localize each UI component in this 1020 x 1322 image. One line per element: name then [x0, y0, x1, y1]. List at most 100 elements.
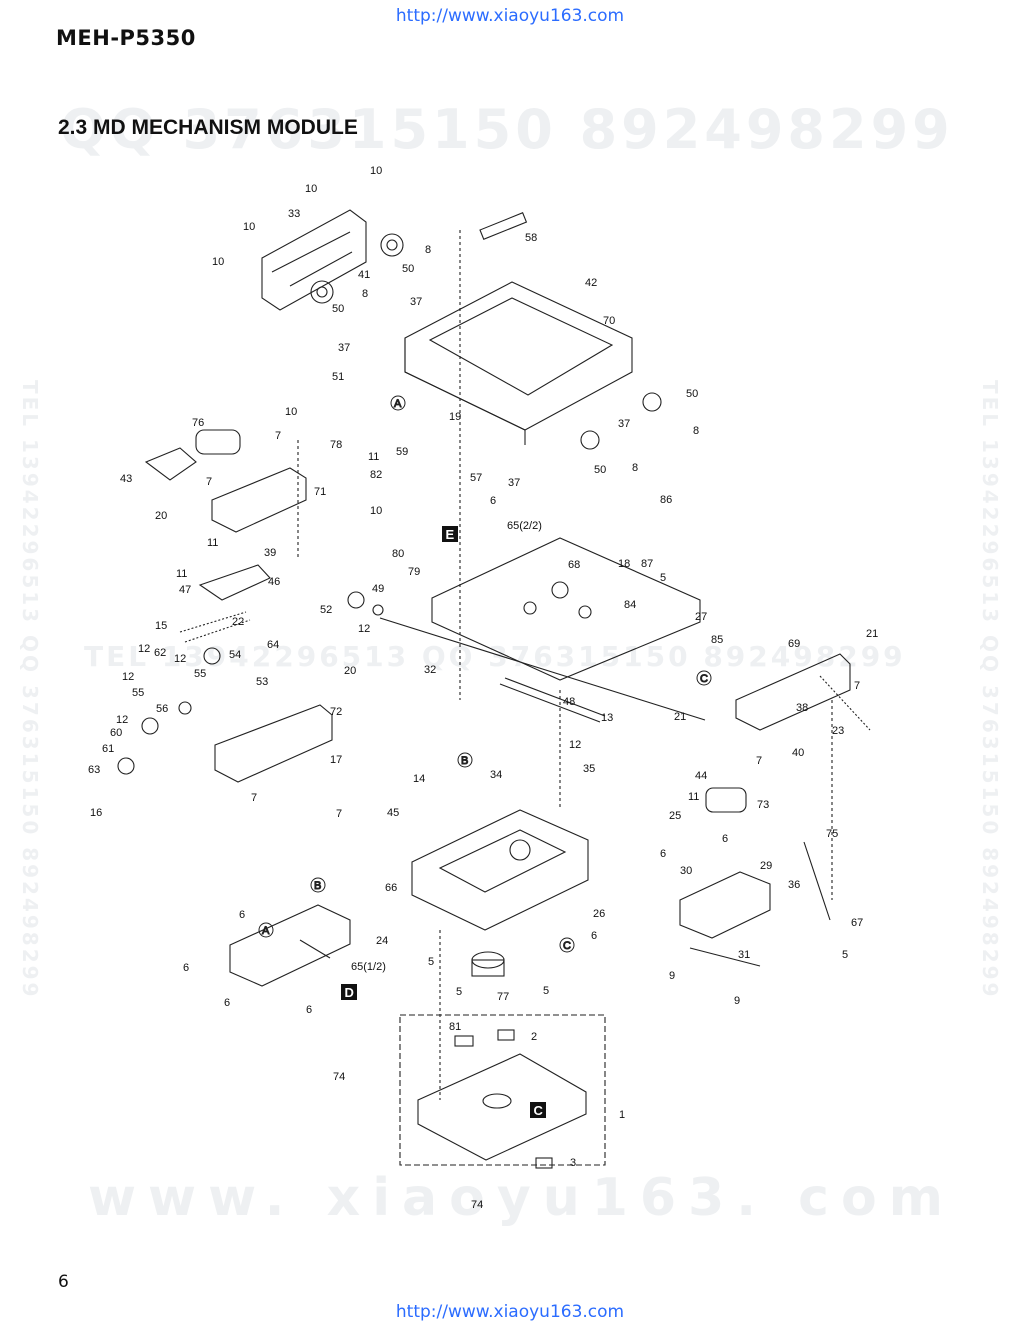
callout-37a: 37 — [410, 296, 422, 308]
callout-55a: 55 — [194, 668, 206, 680]
callout-11d: 11 — [688, 791, 699, 803]
callout-7e: 7 — [251, 792, 257, 804]
callout-85: 85 — [711, 634, 723, 646]
callout-78: 78 — [330, 439, 342, 451]
callout-36: 36 — [788, 879, 800, 891]
callout-23: 23 — [832, 725, 844, 737]
callout-56: 56 — [156, 703, 168, 715]
callout-5b: 5 — [842, 949, 848, 961]
callout-18: 18 — [618, 558, 630, 570]
callout-1: 1 — [619, 1109, 625, 1121]
callout-82: 82 — [370, 469, 382, 481]
part-callouts: 10 10 10 10 33 8 50 41 8 50 37 58 42 70 … — [88, 165, 878, 1211]
callout-39: 39 — [264, 547, 276, 559]
callout-7f: 7 — [336, 808, 342, 820]
callout-10d: 10 — [212, 256, 224, 268]
callout-16: 16 — [90, 807, 102, 819]
circle-label-a-top: A — [394, 398, 402, 410]
callout-8d: 8 — [632, 462, 638, 474]
callout-6h: 6 — [306, 1004, 312, 1016]
callout-48: 48 — [563, 696, 575, 708]
callout-19: 19 — [449, 411, 461, 423]
callout-33: 33 — [288, 208, 300, 220]
callout-68: 68 — [568, 559, 580, 571]
callout-27: 27 — [695, 611, 707, 623]
callout-21a: 21 — [866, 628, 878, 640]
callout-58: 58 — [525, 232, 537, 244]
callout-5e: 5 — [456, 986, 462, 998]
callout-32: 32 — [424, 664, 436, 676]
callout-26: 26 — [593, 908, 605, 920]
callout-74a: 74 — [333, 1071, 345, 1083]
callout-35: 35 — [583, 763, 595, 775]
callout-38: 38 — [796, 702, 808, 714]
callout-15: 15 — [155, 620, 167, 632]
circle-label-b-low: B — [314, 880, 321, 892]
callout-12d: 12 — [122, 671, 134, 683]
callout-6e: 6 — [591, 930, 597, 942]
footer-url[interactable]: http://www.xiaoyu163.com — [395, 1302, 625, 1322]
callout-12e: 12 — [116, 714, 128, 726]
callout-14: 14 — [413, 773, 425, 785]
callout-10b: 10 — [305, 183, 317, 195]
callout-6d: 6 — [239, 909, 245, 921]
callout-13: 13 — [601, 712, 613, 724]
callout-73: 73 — [757, 799, 769, 811]
callout-6a: 6 — [490, 495, 496, 507]
callout-46: 46 — [268, 576, 280, 588]
callout-7c: 7 — [854, 680, 860, 692]
callout-64: 64 — [267, 639, 279, 651]
callout-84: 84 — [624, 599, 636, 611]
callout-81: 81 — [449, 1021, 461, 1033]
callout-9a: 9 — [669, 970, 675, 982]
callout-6g: 6 — [224, 997, 230, 1009]
callout-10a: 10 — [370, 165, 382, 177]
callout-59: 59 — [396, 446, 408, 458]
callout-50c: 50 — [686, 388, 698, 400]
callout-40: 40 — [792, 747, 804, 759]
callout-7a: 7 — [275, 430, 281, 442]
header-url[interactable]: http://www.xiaoyu163.com — [395, 6, 625, 26]
callout-6f: 6 — [183, 962, 189, 974]
callout-29: 29 — [760, 860, 772, 872]
callout-2: 2 — [531, 1031, 537, 1043]
callout-20a: 20 — [155, 510, 167, 522]
callout-49: 49 — [372, 583, 384, 595]
callout-42: 42 — [585, 277, 597, 289]
callout-63: 63 — [88, 764, 100, 776]
model-name: MEH-P5350 — [56, 26, 196, 50]
callout-8c: 8 — [693, 425, 699, 437]
callout-54: 54 — [229, 649, 241, 661]
callout-65-2-2: 65(2/2) — [507, 520, 542, 532]
section-title: 2.3 MD MECHANISM MODULE — [58, 116, 358, 139]
callout-67: 67 — [851, 917, 863, 929]
callout-66: 66 — [385, 882, 397, 894]
callout-71: 71 — [314, 486, 326, 498]
callout-55b: 55 — [132, 687, 144, 699]
callout-17: 17 — [330, 754, 342, 766]
callout-31: 31 — [738, 949, 750, 961]
callout-3: 3 — [570, 1157, 576, 1169]
callout-5d: 5 — [543, 985, 549, 997]
callout-6b: 6 — [722, 833, 728, 845]
callout-37c: 37 — [618, 418, 630, 430]
callout-75: 75 — [826, 828, 838, 840]
callout-61: 61 — [102, 743, 114, 755]
callout-51: 51 — [332, 371, 344, 383]
callout-50b: 50 — [332, 303, 344, 315]
callout-11b: 11 — [207, 537, 218, 549]
callout-25: 25 — [669, 810, 681, 822]
callout-86: 86 — [660, 494, 672, 506]
callout-41: 41 — [358, 269, 370, 281]
callout-45: 45 — [387, 807, 399, 819]
box-label-c: C — [534, 1103, 544, 1118]
callout-9b: 9 — [734, 995, 740, 1007]
box-label-e: E — [446, 527, 455, 542]
callout-70: 70 — [603, 315, 615, 327]
callout-44: 44 — [695, 770, 707, 782]
callout-87: 87 — [641, 558, 653, 570]
callout-5c: 5 — [428, 956, 434, 968]
page-number: 6 — [58, 1272, 69, 1292]
callout-37b: 37 — [338, 342, 350, 354]
